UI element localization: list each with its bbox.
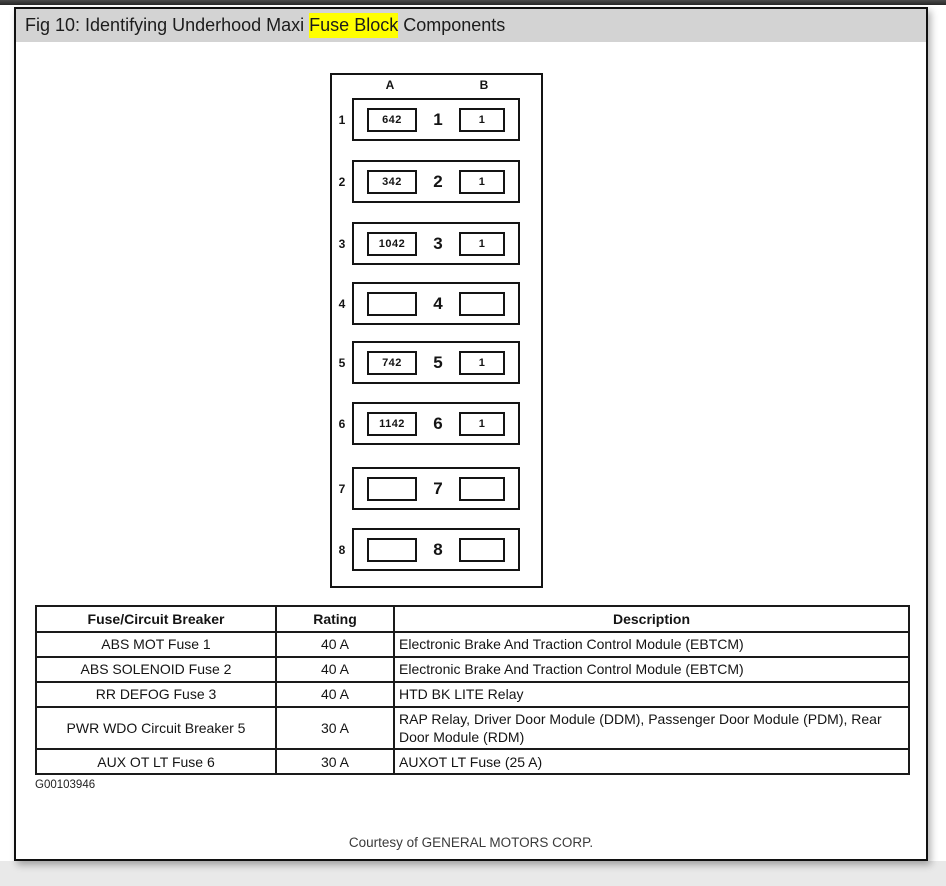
fuse-row-number: 6 bbox=[433, 413, 443, 433]
fuse-slot-a: 342 bbox=[367, 169, 417, 194]
fuse-row-box: 8 bbox=[352, 528, 520, 571]
fuse-row-3: 3 1042 3 1 bbox=[332, 222, 541, 265]
fuse-slot-a bbox=[367, 537, 417, 562]
fuse-name: PWR WDO Circuit Breaker 5 bbox=[35, 705, 277, 751]
fuse-row-label: 4 bbox=[338, 296, 346, 311]
fuse-slot-b: 1 bbox=[459, 350, 505, 375]
fuse-slot-b: 1 bbox=[459, 231, 505, 256]
fuse-name: RR DEFOG Fuse 3 bbox=[35, 681, 277, 708]
header-rating: Rating bbox=[275, 605, 395, 633]
fuse-row-number: 3 bbox=[433, 233, 443, 253]
fuse-row-2: 2 342 2 1 bbox=[332, 160, 541, 203]
fuse-row-label: 6 bbox=[338, 416, 346, 431]
fuse-row-number: 2 bbox=[433, 171, 443, 191]
fuse-row-number: 5 bbox=[433, 352, 443, 372]
table-row: ABS MOT Fuse 1 40 A Electronic Brake And… bbox=[35, 631, 910, 658]
fuse-row-box: 1042 3 1 bbox=[352, 222, 520, 265]
column-header-a: A bbox=[385, 78, 395, 92]
figure-id: G00103946 bbox=[35, 779, 96, 791]
fuse-slot-b bbox=[459, 537, 505, 562]
fuse-block-diagram: A B 1 642 1 1 2 342 2 1 3 bbox=[330, 73, 543, 588]
fuse-row-number: 8 bbox=[433, 539, 443, 559]
header-fuse-circuit-breaker: Fuse/Circuit Breaker bbox=[35, 605, 277, 633]
fuse-slot-b: 1 bbox=[459, 107, 505, 132]
fuse-slot-a: 742 bbox=[367, 350, 417, 375]
table-header-row: Fuse/Circuit Breaker Rating Description bbox=[35, 605, 910, 633]
fuse-row-label: 8 bbox=[338, 542, 346, 557]
fuse-legend-table: Fuse/Circuit Breaker Rating Description … bbox=[35, 605, 910, 776]
fuse-row-1: 1 642 1 1 bbox=[332, 98, 541, 141]
fuse-slot-a: 642 bbox=[367, 107, 417, 132]
fuse-row-label: 2 bbox=[338, 174, 346, 189]
fuse-description: Electronic Brake And Traction Control Mo… bbox=[393, 631, 910, 658]
viewport-top-strip bbox=[0, 0, 946, 5]
fuse-slot-a bbox=[367, 291, 417, 316]
fuse-row-box: 342 2 1 bbox=[352, 160, 520, 203]
fuse-description: Electronic Brake And Traction Control Mo… bbox=[393, 656, 910, 683]
fuse-row-5: 5 742 5 1 bbox=[332, 341, 541, 384]
fuse-row-number: 4 bbox=[433, 293, 443, 313]
fuse-row-7: 7 7 bbox=[332, 467, 541, 510]
fuse-row-number: 1 bbox=[433, 109, 443, 129]
fuse-rating: 40 A bbox=[275, 656, 395, 683]
fuse-description: AUXOT LT Fuse (25 A) bbox=[393, 748, 910, 776]
fuse-slot-b: 1 bbox=[459, 169, 505, 194]
fuse-slot-b bbox=[459, 291, 505, 316]
figure-title-highlight: Fuse Block bbox=[309, 13, 399, 38]
fuse-row-6: 6 1142 6 1 bbox=[332, 402, 541, 445]
credit-line: Courtesy of GENERAL MOTORS CORP. bbox=[348, 835, 594, 850]
fuse-name: AUX OT LT Fuse 6 bbox=[35, 748, 277, 776]
fuse-row-number: 7 bbox=[433, 478, 443, 498]
table-row: PWR WDO Circuit Breaker 5 30 A RAP Relay… bbox=[35, 705, 910, 751]
fuse-row-box: 642 1 1 bbox=[352, 98, 520, 141]
fuse-description: HTD BK LITE Relay bbox=[393, 681, 910, 708]
column-header-b: B bbox=[479, 78, 489, 92]
fuse-rating: 40 A bbox=[275, 681, 395, 708]
fuse-row-label: 3 bbox=[338, 236, 346, 251]
figure-title-prefix: Fig 10: Identifying Underhood Maxi bbox=[25, 15, 310, 35]
fuse-slot-b: 1 bbox=[459, 411, 505, 436]
fuse-description: RAP Relay, Driver Door Module (DDM), Pas… bbox=[393, 705, 910, 751]
fuse-name: ABS SOLENOID Fuse 2 bbox=[35, 656, 277, 683]
fuse-row-box: 4 bbox=[352, 282, 520, 325]
fuse-row-box: 1142 6 1 bbox=[352, 402, 520, 445]
fuse-row-box: 742 5 1 bbox=[352, 341, 520, 384]
fuse-row-box: 7 bbox=[352, 467, 520, 510]
fuse-row-label: 1 bbox=[338, 112, 346, 127]
header-description: Description bbox=[393, 605, 910, 633]
viewport-bottom-strip bbox=[0, 861, 946, 886]
fuse-row-label: 7 bbox=[338, 481, 346, 496]
table-row: ABS SOLENOID Fuse 2 40 A Electronic Brak… bbox=[35, 656, 910, 683]
document-page: Fig 10: Identifying Underhood Maxi Fuse … bbox=[14, 7, 928, 861]
fuse-rating: 30 A bbox=[275, 705, 395, 751]
fuse-slot-a: 1142 bbox=[367, 411, 417, 436]
table-row: AUX OT LT Fuse 6 30 A AUXOT LT Fuse (25 … bbox=[35, 748, 910, 776]
fuse-rating: 30 A bbox=[275, 748, 395, 776]
table-row: RR DEFOG Fuse 3 40 A HTD BK LITE Relay bbox=[35, 681, 910, 708]
fuse-row-4: 4 4 bbox=[332, 282, 541, 325]
fuse-slot-a bbox=[367, 476, 417, 501]
fuse-slot-b bbox=[459, 476, 505, 501]
fuse-row-label: 5 bbox=[338, 355, 346, 370]
fuse-row-8: 8 8 bbox=[332, 528, 541, 571]
figure-title-suffix: Components bbox=[398, 15, 506, 35]
fuse-name: ABS MOT Fuse 1 bbox=[35, 631, 277, 658]
fuse-slot-a: 1042 bbox=[367, 231, 417, 256]
figure-title-bar: Fig 10: Identifying Underhood Maxi Fuse … bbox=[16, 9, 926, 42]
fuse-rating: 40 A bbox=[275, 631, 395, 658]
